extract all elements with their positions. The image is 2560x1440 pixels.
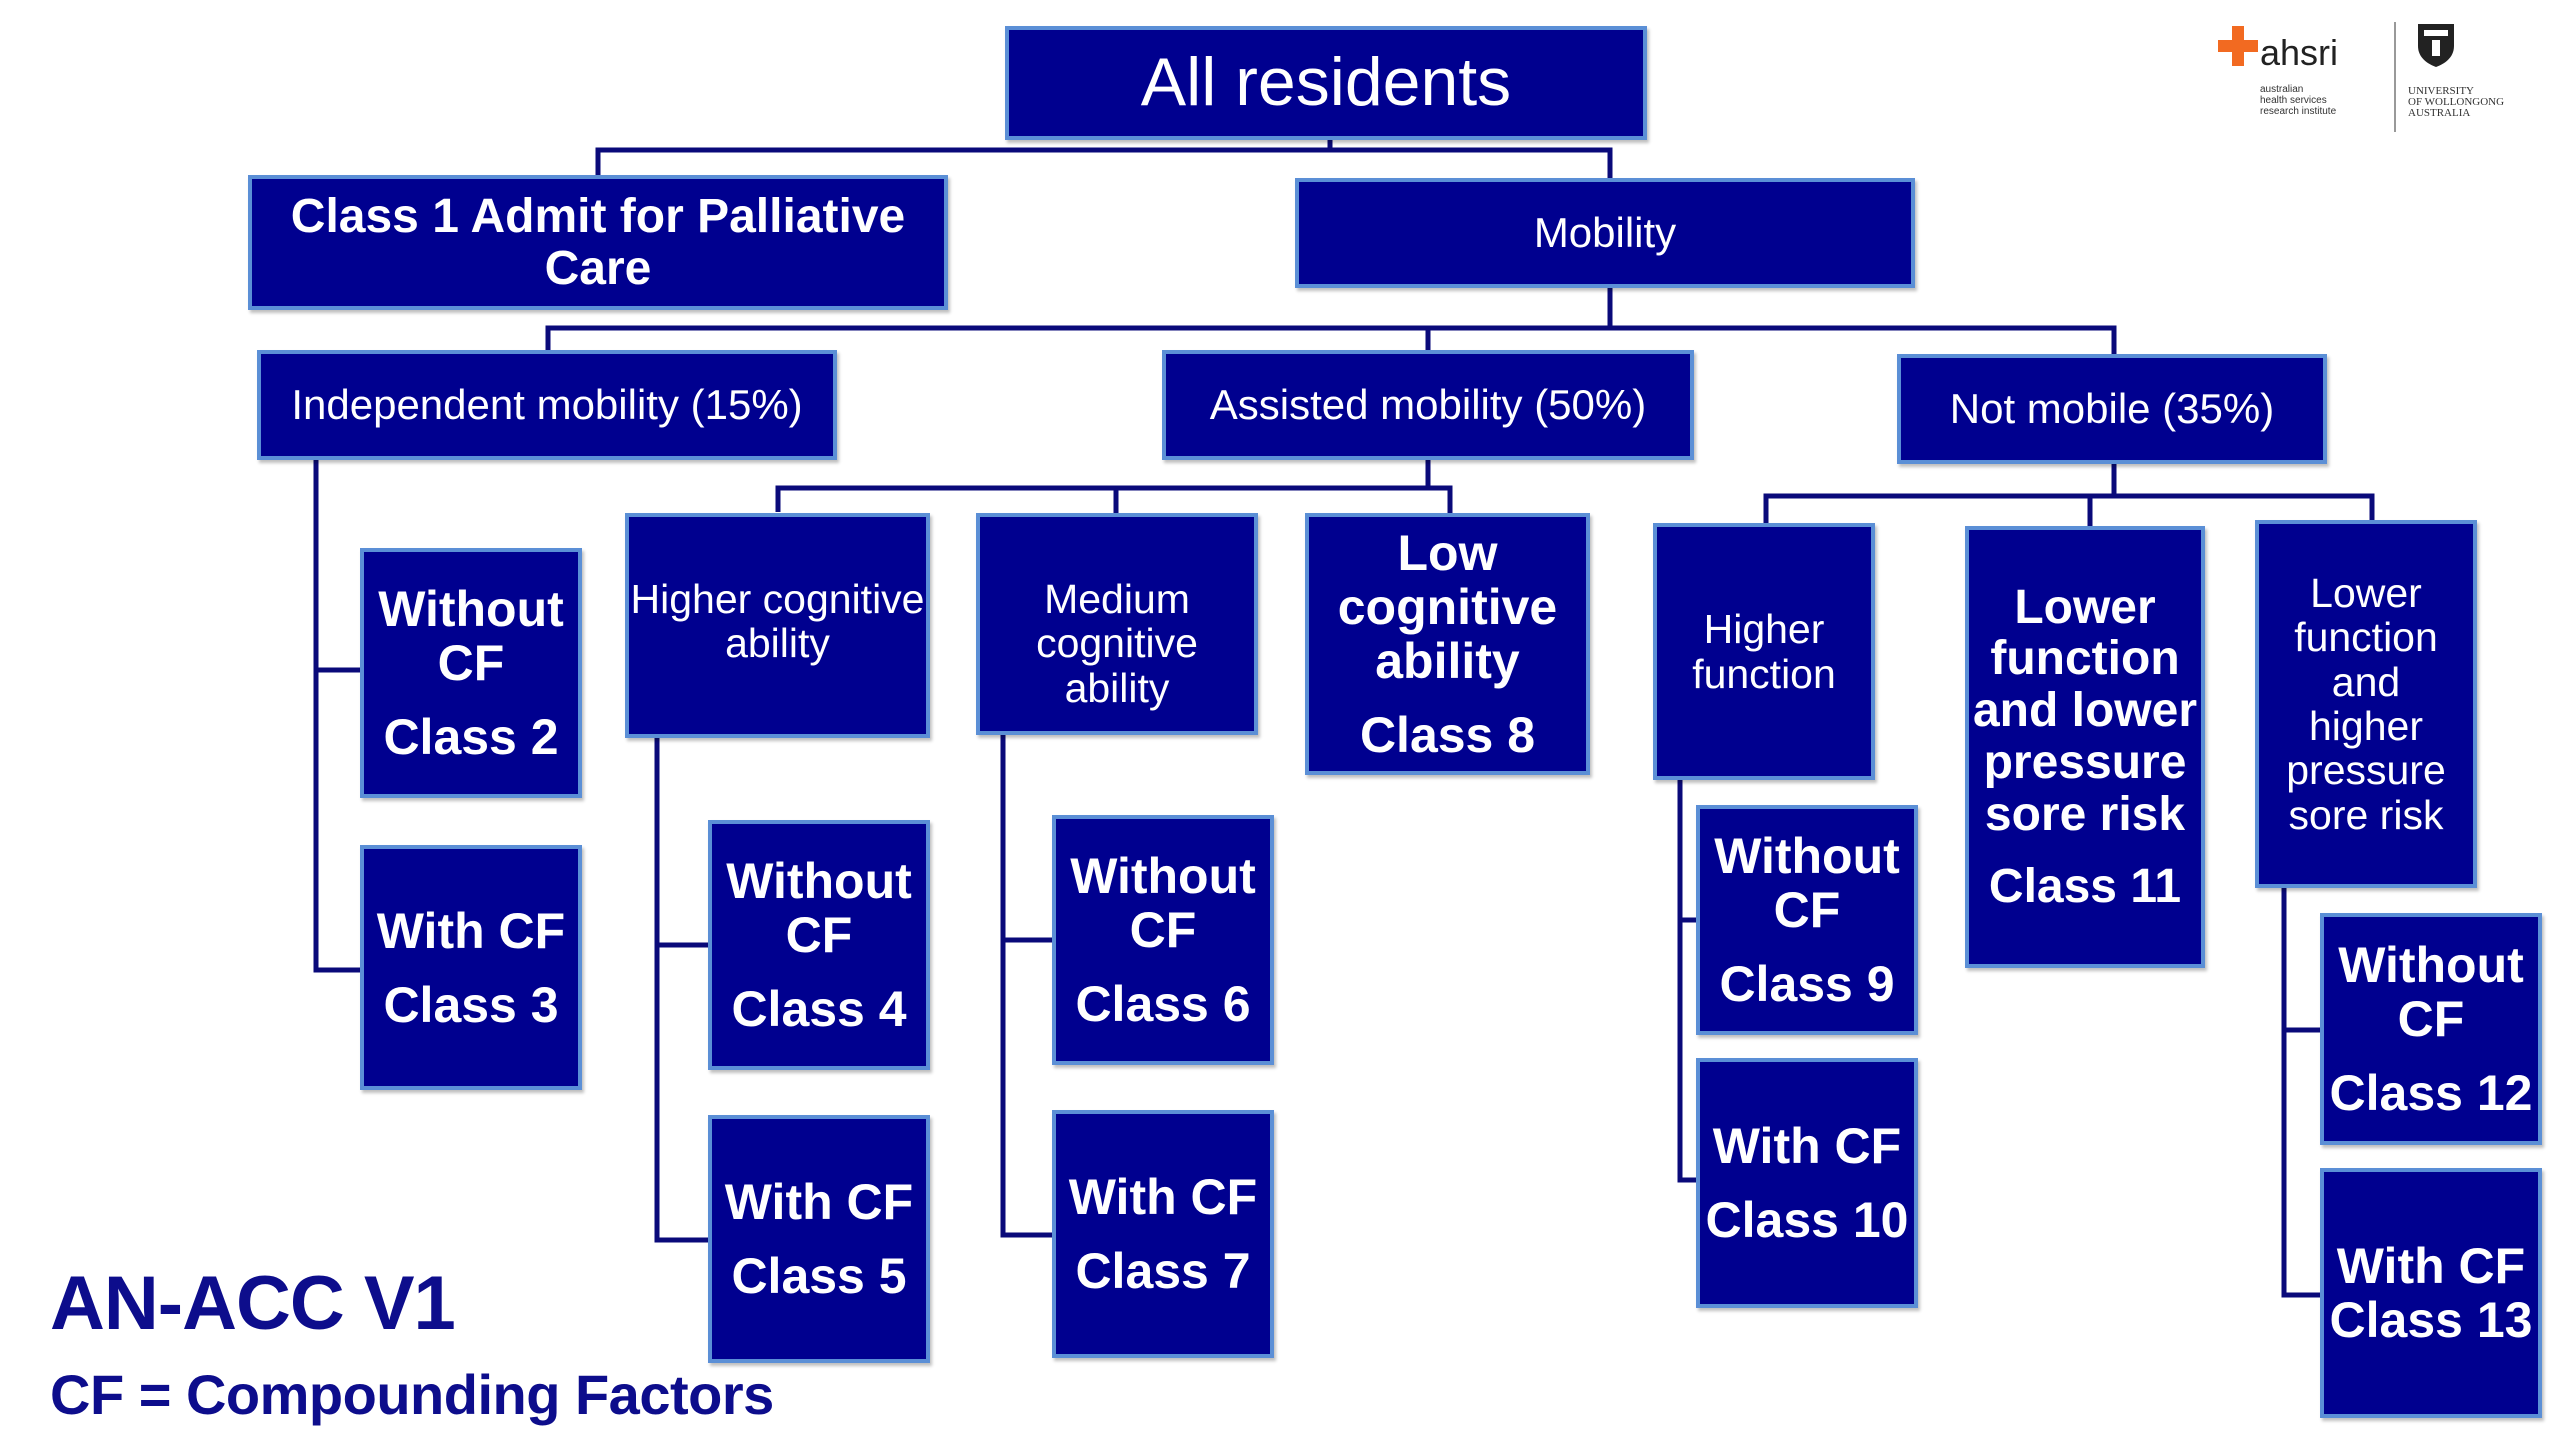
university-line-2: OF WOLLONGONG	[2408, 96, 2505, 108]
university-name: UNIVERSITY OF WOLLONGONG AUSTRALIA	[2408, 86, 2538, 119]
class-7-class: Class 7	[1075, 1243, 1251, 1299]
node-all-residents: All residents	[1005, 26, 1647, 140]
node-independent-mobility-label: Independent mobility (15%)	[291, 381, 803, 429]
node-assisted-mobility-label: Assisted mobility (50%)	[1209, 381, 1647, 429]
node-mobility-label: Mobility	[1533, 209, 1677, 257]
higher-cognitive-line-1: Higher cognitive	[630, 576, 925, 622]
node-class-1-palliative: Class 1 Admit for Palliative Care	[248, 175, 948, 310]
class-7-line-1: With CF	[1068, 1169, 1258, 1225]
node-class-5: With CF Class 5	[708, 1115, 930, 1363]
node-class-13: With CF Class 13	[2320, 1168, 2542, 1418]
class-11-line-2: function	[1990, 632, 2180, 686]
class-12-class: Class 12	[2329, 1065, 2533, 1121]
node-not-mobile: Not mobile (35%)	[1897, 354, 2327, 464]
node-not-mobile-label: Not mobile (35%)	[1949, 385, 2275, 433]
class-3-class: Class 3	[383, 976, 559, 1033]
node-independent-mobility: Independent mobility (15%)	[257, 350, 837, 460]
higher-cognitive-line-2: ability	[725, 620, 830, 667]
node-medium-cognitive-ability: Medium cognitive ability	[976, 513, 1258, 735]
node-class-12: Without CF Class 12	[2320, 913, 2542, 1145]
class-6-line-1: Without	[1070, 848, 1256, 904]
class-11-line-3: and lower	[1972, 684, 2198, 738]
class-10-line-1: With CF	[1712, 1118, 1902, 1174]
lower-higher-line-2: function and	[2294, 614, 2438, 705]
lower-higher-line-1: Lower	[2310, 570, 2422, 617]
university-line-3: AUSTRALIA	[2408, 107, 2471, 119]
class-9-line-1: Without	[1714, 828, 1900, 884]
class-8-class: Class 8	[1359, 707, 1536, 763]
higher-function-line-1: Higher	[1703, 606, 1825, 653]
node-class-8: Low cognitive ability Class 8	[1305, 513, 1590, 775]
logo-sub-line-2: health services	[2260, 95, 2327, 106]
lower-higher-line-5: sore risk	[2288, 791, 2444, 838]
logo-sub-line-3: research institute	[2260, 106, 2337, 117]
logo-subtitle: australian health services research inst…	[2260, 84, 2380, 117]
node-lower-function-higher-pressure: Lower function and higher pressure sore …	[2255, 520, 2477, 888]
footer-title: AN-ACC V1	[50, 1261, 456, 1346]
node-class-7: With CF Class 7	[1052, 1110, 1274, 1358]
class-4-line-2: CF	[785, 907, 853, 963]
node-mobility: Mobility	[1295, 178, 1915, 288]
class-10-class: Class 10	[1705, 1192, 1909, 1248]
class-8-line-3: ability	[1375, 633, 1520, 689]
class-12-line-1: Without	[2338, 937, 2524, 993]
class-11-line-4: pressure	[1983, 736, 2187, 789]
class-8-line-2: cognitive	[1337, 579, 1558, 635]
node-all-residents-label: All residents	[1140, 44, 1512, 121]
node-class-9: Without CF Class 9	[1696, 805, 1918, 1035]
node-class-4: Without CF Class 4	[708, 820, 930, 1070]
class-8-line-1: Low	[1397, 525, 1498, 581]
node-class-3: With CF Class 3	[360, 845, 582, 1090]
footer-note: CF = Compounding Factors	[50, 1363, 774, 1426]
class-3-line-1: With CF	[376, 902, 566, 959]
logo-name: ahsri	[2260, 32, 2339, 73]
higher-function-line-2: function	[1692, 650, 1836, 697]
class-13-class: Class 13	[2329, 1292, 2533, 1348]
class-4-line-1: Without	[726, 853, 912, 909]
class-2-line-1: Without	[378, 581, 564, 637]
lower-higher-line-3: higher	[2309, 703, 2423, 749]
class-2-line-2: CF	[437, 635, 505, 691]
node-class-10: With CF Class 10	[1696, 1058, 1918, 1308]
class-11-line-5: sore risk	[1984, 787, 2186, 841]
node-higher-cognitive-ability: Higher cognitive ability	[625, 513, 930, 738]
node-class-2: Without CF Class 2	[360, 548, 582, 798]
class-11-line-1: Lower	[2014, 580, 2156, 634]
class-6-class: Class 6	[1075, 976, 1251, 1032]
class-2-class: Class 2	[383, 709, 559, 765]
class-9-line-2: CF	[1773, 882, 1841, 938]
class-11-class: Class 11	[1988, 859, 2182, 913]
medium-cognitive-line-1: Medium	[1044, 576, 1190, 622]
ahsri-cross-icon	[2218, 26, 2258, 66]
node-class-11: Lower function and lower pressure sore r…	[1965, 526, 2205, 968]
class-12-line-2: CF	[2397, 991, 2465, 1047]
logo-sub-line-1: australian	[2260, 84, 2304, 95]
class-5-line-1: With CF	[724, 1174, 914, 1230]
university-line-1: UNIVERSITY	[2408, 85, 2474, 97]
lower-higher-line-4: pressure	[2286, 747, 2446, 794]
node-class-1-label: Class 1 Admit for Palliative Care	[290, 189, 906, 295]
node-assisted-mobility: Assisted mobility (50%)	[1162, 350, 1694, 460]
medium-cognitive-line-2: cognitive ability	[1036, 620, 1198, 711]
node-class-6: Without CF Class 6	[1052, 815, 1274, 1065]
class-4-class: Class 4	[731, 981, 907, 1037]
university-crest-icon	[2418, 24, 2454, 67]
class-13-line-1: With CF	[2336, 1238, 2526, 1294]
class-9-class: Class 9	[1719, 956, 1895, 1012]
ahsri-uow-logo: ahsri australian health services researc…	[2218, 18, 2538, 138]
class-6-line-2: CF	[1129, 902, 1197, 958]
logo-divider	[2394, 22, 2396, 132]
node-higher-function: Higher function	[1653, 523, 1875, 780]
class-5-class: Class 5	[731, 1248, 907, 1304]
